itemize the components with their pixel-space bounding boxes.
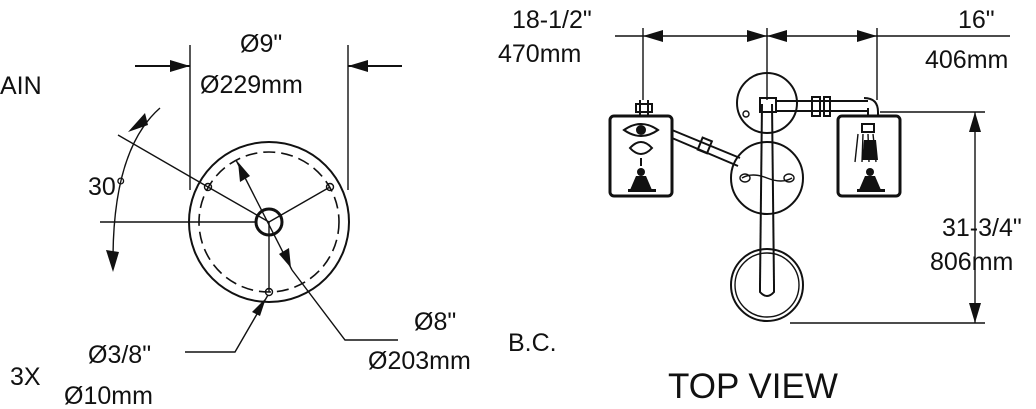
arrowhead xyxy=(969,112,981,132)
bc-leader xyxy=(291,269,398,341)
left-dim-mm-label: 470mm xyxy=(498,40,581,68)
arrowhead xyxy=(767,30,787,42)
shower-icon xyxy=(854,123,878,163)
bowl-outlet xyxy=(783,173,795,183)
top-view: 18-1/2" 470mm 16" 406mm 31-3/4" 806mm TO… xyxy=(498,6,1022,406)
valve-fitting xyxy=(696,136,714,155)
arrowhead xyxy=(252,298,266,316)
arrowhead xyxy=(348,60,368,72)
arrowhead xyxy=(170,60,190,72)
arrowhead xyxy=(238,162,250,182)
radial-line xyxy=(207,186,270,223)
right-dim-inch-label: 16" xyxy=(958,6,995,34)
shower-sign xyxy=(836,114,902,198)
arrowhead xyxy=(279,248,291,268)
hole-leader xyxy=(185,294,269,353)
arrowhead xyxy=(106,250,119,272)
eye-icon xyxy=(622,123,660,166)
view-title: TOP VIEW xyxy=(668,367,838,406)
left-arm-pipe xyxy=(671,129,741,159)
person-icon xyxy=(628,168,656,192)
arrowhead xyxy=(643,30,663,42)
arrowhead xyxy=(969,303,981,323)
base-plate-inner xyxy=(734,252,800,318)
base-plate-outer xyxy=(730,248,804,322)
hole-count-label: 3X xyxy=(10,363,41,391)
pipe-elbow xyxy=(759,285,775,297)
pipe-fitting xyxy=(759,97,777,113)
radial-line xyxy=(268,186,331,223)
main-pipe-right xyxy=(771,103,775,286)
pipe-fitting xyxy=(635,103,653,113)
bolt-hole xyxy=(325,182,335,192)
bc-inch-label: Ø8" xyxy=(414,308,456,336)
person-icon xyxy=(857,168,885,192)
valve-fitting xyxy=(811,96,821,117)
bc-label: B.C. xyxy=(508,329,557,357)
angle-reference-line xyxy=(117,134,209,188)
angle-arc xyxy=(112,107,161,266)
flange-view: AIN Ø9" Ø229mm 30° Ø3/8" Ø10mm 3X Ø8" Ø2… xyxy=(0,30,557,409)
right-dim-mm-label: 406mm xyxy=(925,46,1008,74)
bolt-hole xyxy=(203,182,213,192)
arrowhead xyxy=(128,113,148,132)
bc-mm-label: Ø203mm xyxy=(368,347,471,375)
left-dim-inch-label: 18-1/2" xyxy=(512,6,592,34)
bowl-outlet xyxy=(739,173,751,183)
height-dim-mm-label: 806mm xyxy=(930,248,1013,276)
hole-diameter-inch-label: Ø3/8" xyxy=(88,341,151,369)
valve-fitting xyxy=(823,96,831,117)
arrowhead xyxy=(857,30,877,42)
hole-diameter-mm-label: Ø10mm xyxy=(64,382,153,409)
bolt-hole xyxy=(742,110,750,118)
diameter-inch-label: Ø9" xyxy=(240,30,282,58)
arrowhead xyxy=(747,30,767,42)
main-pipe-left xyxy=(759,103,763,286)
shower-head-circle xyxy=(736,72,798,134)
angle-label: 30° xyxy=(88,173,126,201)
eyewash-bowl xyxy=(730,141,804,215)
partial-label: AIN xyxy=(0,72,42,100)
eyewash-sign xyxy=(608,114,674,198)
height-dim-inch-label: 31-3/4" xyxy=(942,214,1022,242)
diameter-mm-label: Ø229mm xyxy=(200,71,303,99)
